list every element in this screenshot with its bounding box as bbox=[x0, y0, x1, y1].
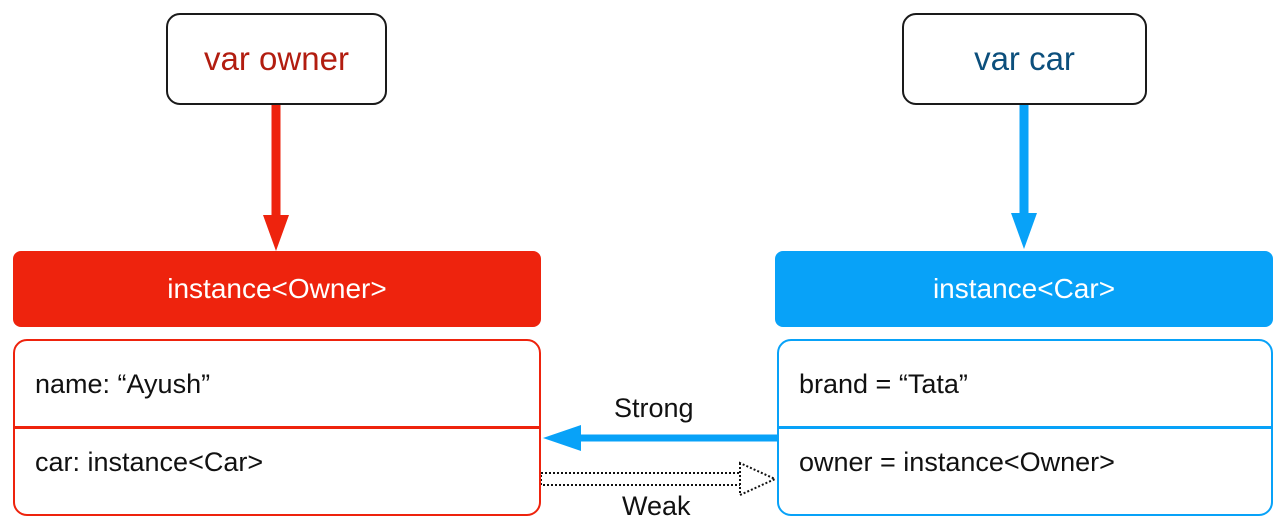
owner-instance-body: name: “Ayush” car: instance<Car> bbox=[13, 339, 541, 516]
strong-reference-arrow bbox=[543, 425, 777, 451]
var-owner-label: var owner bbox=[204, 40, 349, 77]
car-instance-body: brand = “Tata” owner = instance<Owner> bbox=[777, 339, 1273, 516]
owner-field-car: car: instance<Car> bbox=[35, 446, 264, 477]
owner-instance-header: instance<Owner> bbox=[13, 251, 541, 327]
car-instance-title: instance<Car> bbox=[932, 273, 1116, 304]
var-car-label: var car bbox=[974, 40, 1075, 77]
var-car-box: var car bbox=[902, 13, 1147, 105]
car-field-brand: brand = “Tata” bbox=[799, 368, 968, 399]
car-field-divider bbox=[779, 426, 1271, 429]
strong-reference-label: Strong bbox=[614, 393, 694, 423]
owner-reference-arrow bbox=[263, 105, 289, 251]
weak-reference-arrow bbox=[540, 461, 778, 497]
car-instance-header: instance<Car> bbox=[775, 251, 1273, 327]
var-owner-box: var owner bbox=[166, 13, 387, 105]
owner-field-name: name: “Ayush” bbox=[35, 368, 211, 399]
owner-instance-title: instance<Owner> bbox=[167, 273, 387, 304]
car-reference-arrow bbox=[1011, 103, 1037, 249]
car-field-owner: owner = instance<Owner> bbox=[799, 446, 1115, 477]
owner-field-divider bbox=[15, 426, 539, 429]
weak-reference-label: Weak bbox=[622, 491, 691, 521]
